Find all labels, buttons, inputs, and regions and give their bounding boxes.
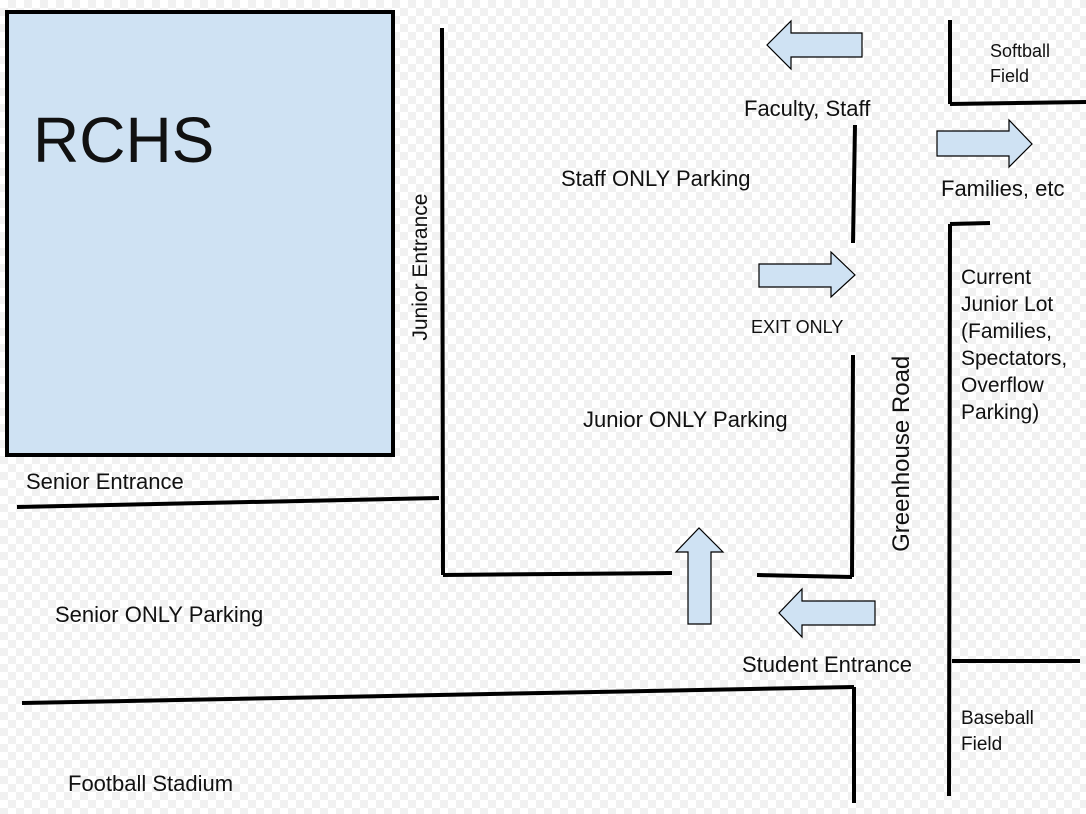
senior-lot-south-line xyxy=(21,685,855,705)
current-junior-lot-west-line xyxy=(947,223,952,797)
exit-only-label: EXIT ONLY xyxy=(751,317,844,337)
greenhouse-road-label: Greenhouse Road xyxy=(888,355,916,552)
football-stadium-label: Football Stadium xyxy=(68,771,234,796)
junior-lot-south-line-left xyxy=(442,571,673,577)
junior-only-parking-label: Junior ONLY Parking xyxy=(583,407,788,432)
junior-lot-west-line xyxy=(440,27,445,576)
senior-only-parking-label: Senior ONLY Parking xyxy=(55,602,264,627)
current-junior-lot-north-line xyxy=(949,221,991,226)
rchs-building xyxy=(5,10,395,457)
softball-field-south-line xyxy=(949,100,1086,106)
senior-entrance-line xyxy=(16,496,440,509)
school-name: RCHS xyxy=(33,104,215,176)
families-arrow xyxy=(936,118,1033,169)
student-entrance-up-arrow xyxy=(674,527,725,625)
staff-lot-east-line xyxy=(851,124,857,244)
current-junior-lot-label: Current Junior Lot (Families, Spectators… xyxy=(961,266,1068,424)
junior-lot-south-line-right xyxy=(756,573,853,579)
faculty-staff-arrow xyxy=(766,19,863,71)
baseball-field-label: Baseball Field xyxy=(961,708,1034,755)
faculty-staff-label: Faculty, Staff xyxy=(744,96,871,121)
senior-entrance-label: Senior Entrance xyxy=(26,469,184,494)
student-entrance-label: Student Entrance xyxy=(742,652,913,677)
exit-only-arrow xyxy=(758,250,856,299)
junior-entrance-label: Junior Entrance xyxy=(408,193,432,341)
families-etc-label: Families, etc xyxy=(941,176,1065,201)
staff-only-parking-label: Staff ONLY Parking xyxy=(561,166,751,191)
junior-lot-east-line xyxy=(850,354,855,578)
student-entrance-left-arrow xyxy=(778,587,876,639)
softball-field-label: Softball Field xyxy=(990,41,1051,87)
